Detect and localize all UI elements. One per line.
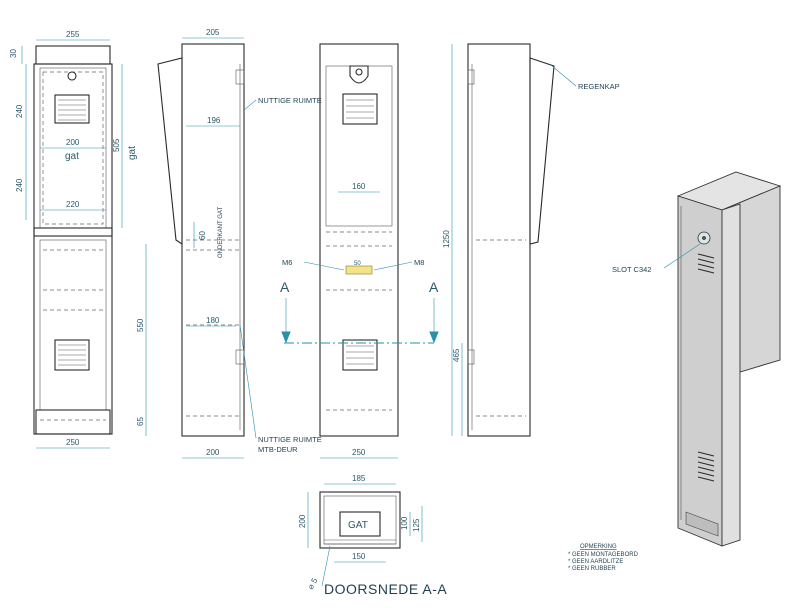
side-view-right: REGENKAP 1250 465: [442, 43, 620, 437]
dim-255: 255: [66, 30, 80, 39]
iso-vent-upper: [697, 253, 715, 274]
note-item: * GEEN AARDLITZE: [568, 559, 623, 565]
dim-505: 505: [112, 138, 121, 152]
onderkant-gat-label: ONDERKANT GAT: [218, 207, 224, 258]
notes-block: OPMERKING * GEEN MONTAGEBORD * GEEN AARD…: [568, 544, 639, 572]
m8-label: M8: [414, 258, 424, 267]
note-item: * GEEN MONTAGEBORD: [568, 552, 639, 558]
dim-100: 100: [400, 516, 409, 530]
regenkap-label: REGENKAP: [578, 82, 620, 91]
dim-1250: 1250: [442, 230, 451, 248]
dim-185: 185: [352, 474, 366, 483]
gat-label-side: gat: [127, 146, 138, 160]
vent-grille-open-lower: [342, 339, 378, 371]
vent-grille-open-upper: [342, 93, 378, 125]
vent-grille-upper: [54, 94, 90, 124]
dim-125: 125: [412, 518, 421, 532]
dim-diameter: ⌀ 5: [306, 576, 320, 591]
dim-200-section: 200: [298, 514, 307, 528]
front-view: 255 30 240 240 200 gat 220 505 gat 250: [9, 30, 138, 449]
gat-section-label: GAT: [348, 520, 368, 531]
mounting-bracket: [345, 265, 373, 275]
dim-200-side: 200: [206, 448, 220, 457]
iso-vent-lower: [697, 451, 715, 482]
dim-200: 200: [66, 138, 80, 147]
slot-label: SLOT C342: [612, 265, 651, 274]
isometric-view: SLOT C342: [612, 171, 782, 547]
mtb-deur-label: MTB-DEUR: [258, 445, 298, 454]
note-item: * GEEN RUBBER: [568, 566, 616, 572]
dim-180: 180: [206, 316, 220, 325]
front-view-open: 160 M6 M8 50 A A 250: [280, 43, 439, 459]
notes-title: OPMERKING: [580, 544, 617, 550]
dim-250-front: 250: [66, 438, 80, 447]
nuttige-ruimte-bottom: NUTTIGE RUIMTE: [258, 435, 322, 444]
section-title: DOORSNEDE A-A: [324, 581, 447, 597]
nuttige-ruimte-top: NUTTIGE RUIMTE: [258, 96, 322, 105]
dim-60: 60: [198, 231, 207, 240]
gat-label-front: gat: [65, 151, 79, 162]
dim-30: 30: [9, 49, 18, 58]
dim-50: 50: [354, 261, 361, 267]
dim-150: 150: [352, 552, 366, 561]
dim-240-lower: 240: [15, 178, 24, 192]
section-marker-a-left: A: [280, 279, 290, 295]
section-marker-a-right: A: [429, 279, 439, 295]
dim-220: 220: [66, 200, 80, 209]
dim-250-open: 250: [352, 448, 366, 457]
dim-65: 65: [136, 417, 145, 426]
m6-label: M6: [282, 258, 292, 267]
dim-240-upper: 240: [15, 104, 24, 118]
dim-465: 465: [452, 348, 461, 362]
dim-196: 196: [207, 116, 221, 125]
dim-550: 550: [136, 318, 145, 332]
dim-205: 205: [206, 28, 220, 37]
side-view-left: 205 NUTTIGE RUIMTE 196 60 ONDERKANT GAT …: [136, 28, 322, 459]
vent-grille-lower: [54, 339, 90, 371]
dim-160: 160: [352, 182, 366, 191]
section-view: GAT 185 200 100 125 150 ⌀ 5 DOORSNEDE A-…: [298, 474, 447, 597]
